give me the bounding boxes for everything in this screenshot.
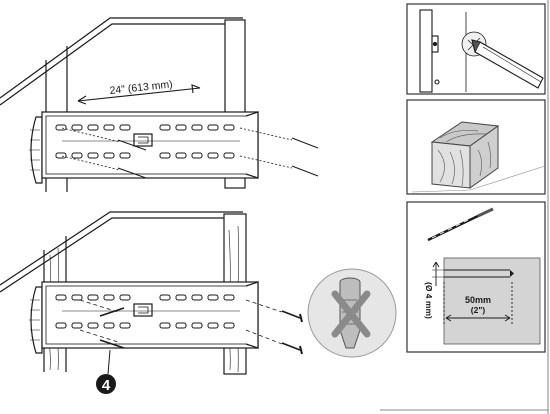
drill-depth-label-in: (2")	[471, 305, 486, 315]
inset-drill-depth	[406, 201, 546, 353]
inset-wood-stud	[406, 99, 546, 195]
pencil-icon	[471, 39, 544, 89]
wall-bracket-top	[29, 111, 259, 184]
step-number-badge: 4	[96, 374, 116, 394]
lag-screws-top	[117, 137, 319, 179]
inset-mark-location	[406, 3, 546, 95]
screw-guide-lines	[79, 299, 283, 345]
page-frame-lines	[380, 0, 549, 414]
lag-screws-bottom	[99, 307, 303, 355]
diameter-dimension	[432, 261, 444, 286]
bottom-wall-scene	[0, 211, 303, 375]
step-leader-line	[107, 349, 111, 375]
step-number: 4	[102, 377, 111, 394]
drill-diameter-label: (Ø 4 mm)	[424, 282, 434, 319]
stud-spacing-dimension	[77, 84, 201, 105]
wall-bracket-bottom	[29, 281, 259, 354]
drill-depth-label: 50mm	[465, 295, 491, 305]
alignment-dotted-lines	[61, 127, 293, 171]
top-wall-scene	[0, 17, 319, 192]
no-wall-anchor-symbol	[307, 268, 397, 358]
depth-dimension	[443, 282, 513, 324]
drill-bit-icon	[427, 207, 494, 242]
